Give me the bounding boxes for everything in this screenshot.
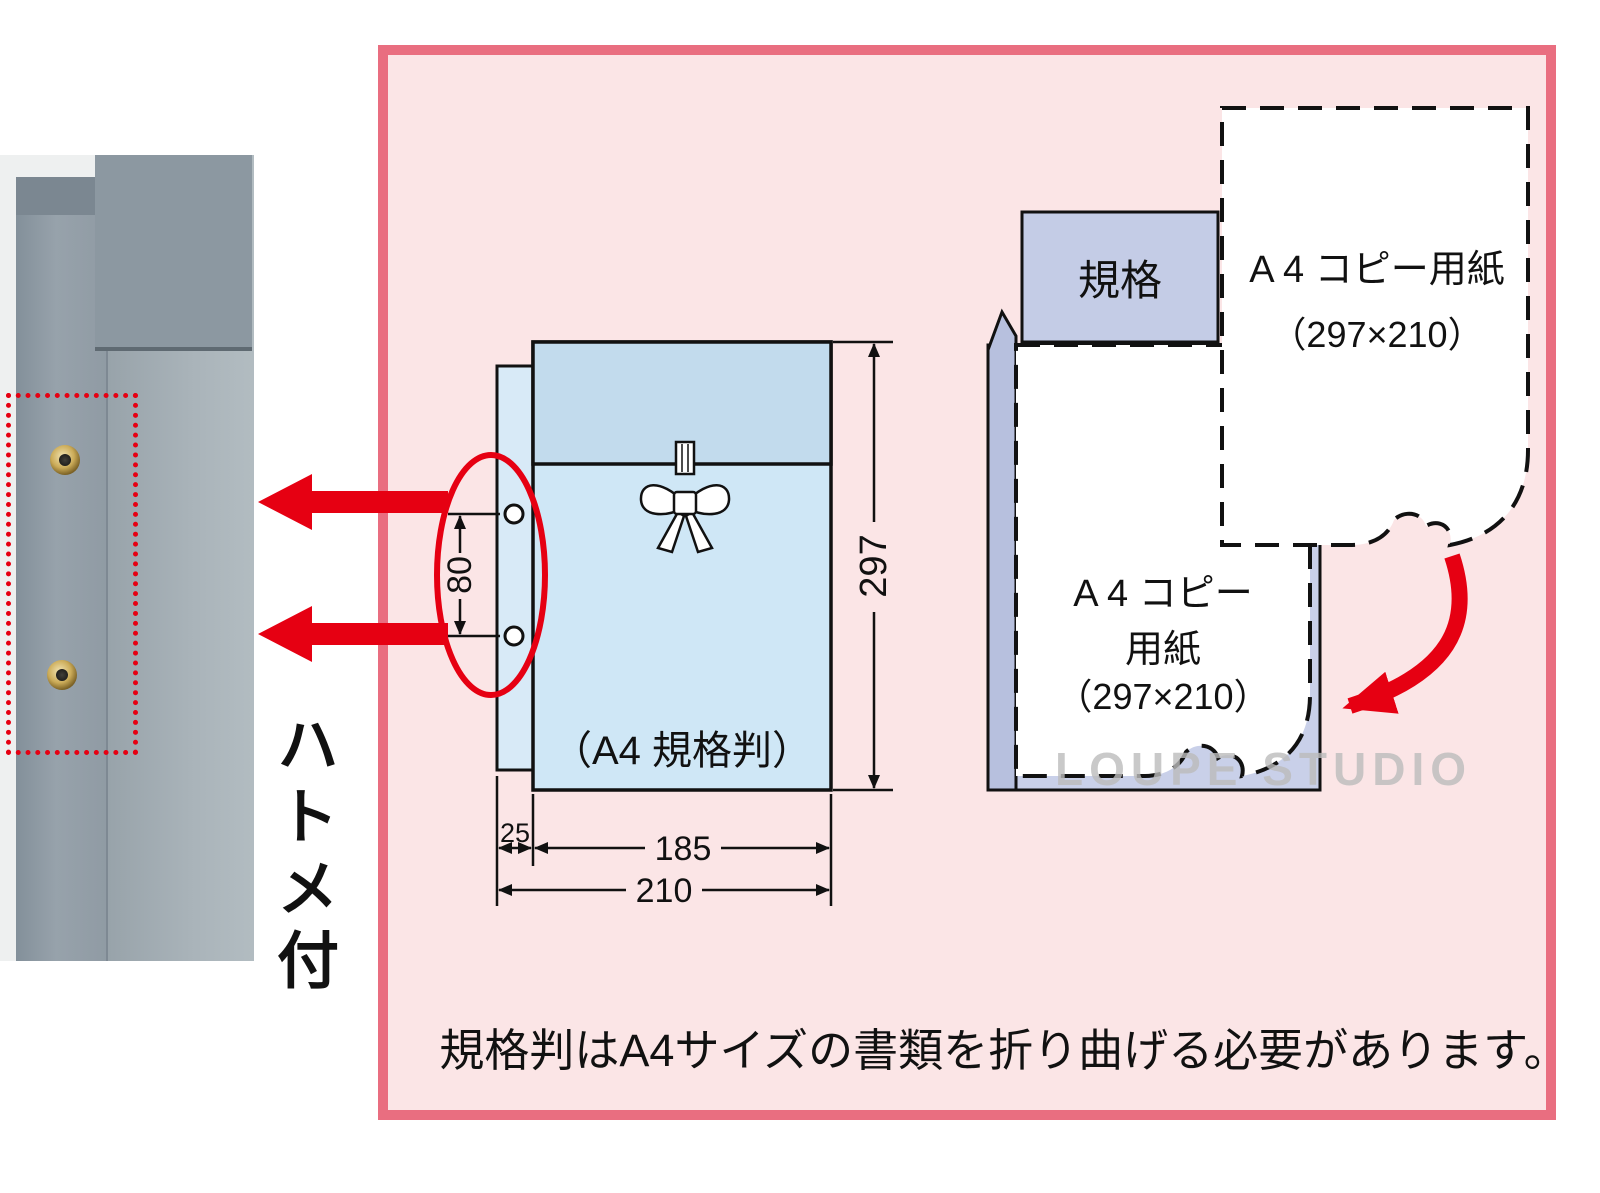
- envelope-gusset: [986, 308, 1018, 792]
- red-arrow-left-top: [258, 474, 448, 530]
- watermark: LOUPE STUDIO: [1055, 743, 1473, 795]
- eyelet-highlight-box: [6, 393, 138, 755]
- bow-icon: [639, 440, 731, 554]
- size-label-a4: （A4 規格判）: [551, 729, 813, 773]
- folder-spine: [16, 177, 106, 961]
- right-envelope-diagram: [986, 106, 1530, 792]
- dim-label-80: 80: [440, 556, 479, 594]
- folder-spine-fold: [16, 177, 106, 215]
- paper-top-label-line1: A 4 コピー用紙: [1249, 249, 1505, 291]
- fold-arrow-icon: [1342, 553, 1468, 714]
- dim-label-297: 297: [852, 534, 895, 598]
- paper-front-label-line3: （297×210）: [1056, 676, 1270, 717]
- tab-label-kikaku: 規格: [1077, 256, 1162, 304]
- eyelet-top-icon: [50, 445, 80, 475]
- paper-front-label-line1: A 4 コピー: [1073, 573, 1253, 615]
- punch-hole-top: [503, 503, 525, 525]
- kikaku-tab: [1020, 210, 1220, 344]
- envelope-back-strip: [495, 364, 535, 772]
- eyelet-bottom-icon: [47, 660, 77, 690]
- folder-flap: [95, 155, 252, 351]
- left-envelope-diagram: [447, 340, 894, 906]
- product-photo: [0, 155, 254, 961]
- punch-hole-bottom: [503, 625, 525, 647]
- hatome-vertical-label: ハトメ付: [267, 712, 336, 1000]
- dim-label-210: 210: [635, 872, 693, 910]
- caption-note: 規格判はA4サイズの書類を折り曲げる必要があります。: [439, 1025, 1569, 1076]
- dim-label-25: 25: [499, 818, 531, 848]
- red-arrow-left-bottom: [258, 606, 448, 662]
- paper-top-label-line2: （297×210）: [1270, 314, 1484, 355]
- red-oval-highlight: [434, 452, 548, 698]
- dim-label-185: 185: [654, 830, 712, 868]
- a4-paper-top: [1220, 106, 1530, 548]
- paper-front-label-line2: 用紙: [1124, 629, 1201, 671]
